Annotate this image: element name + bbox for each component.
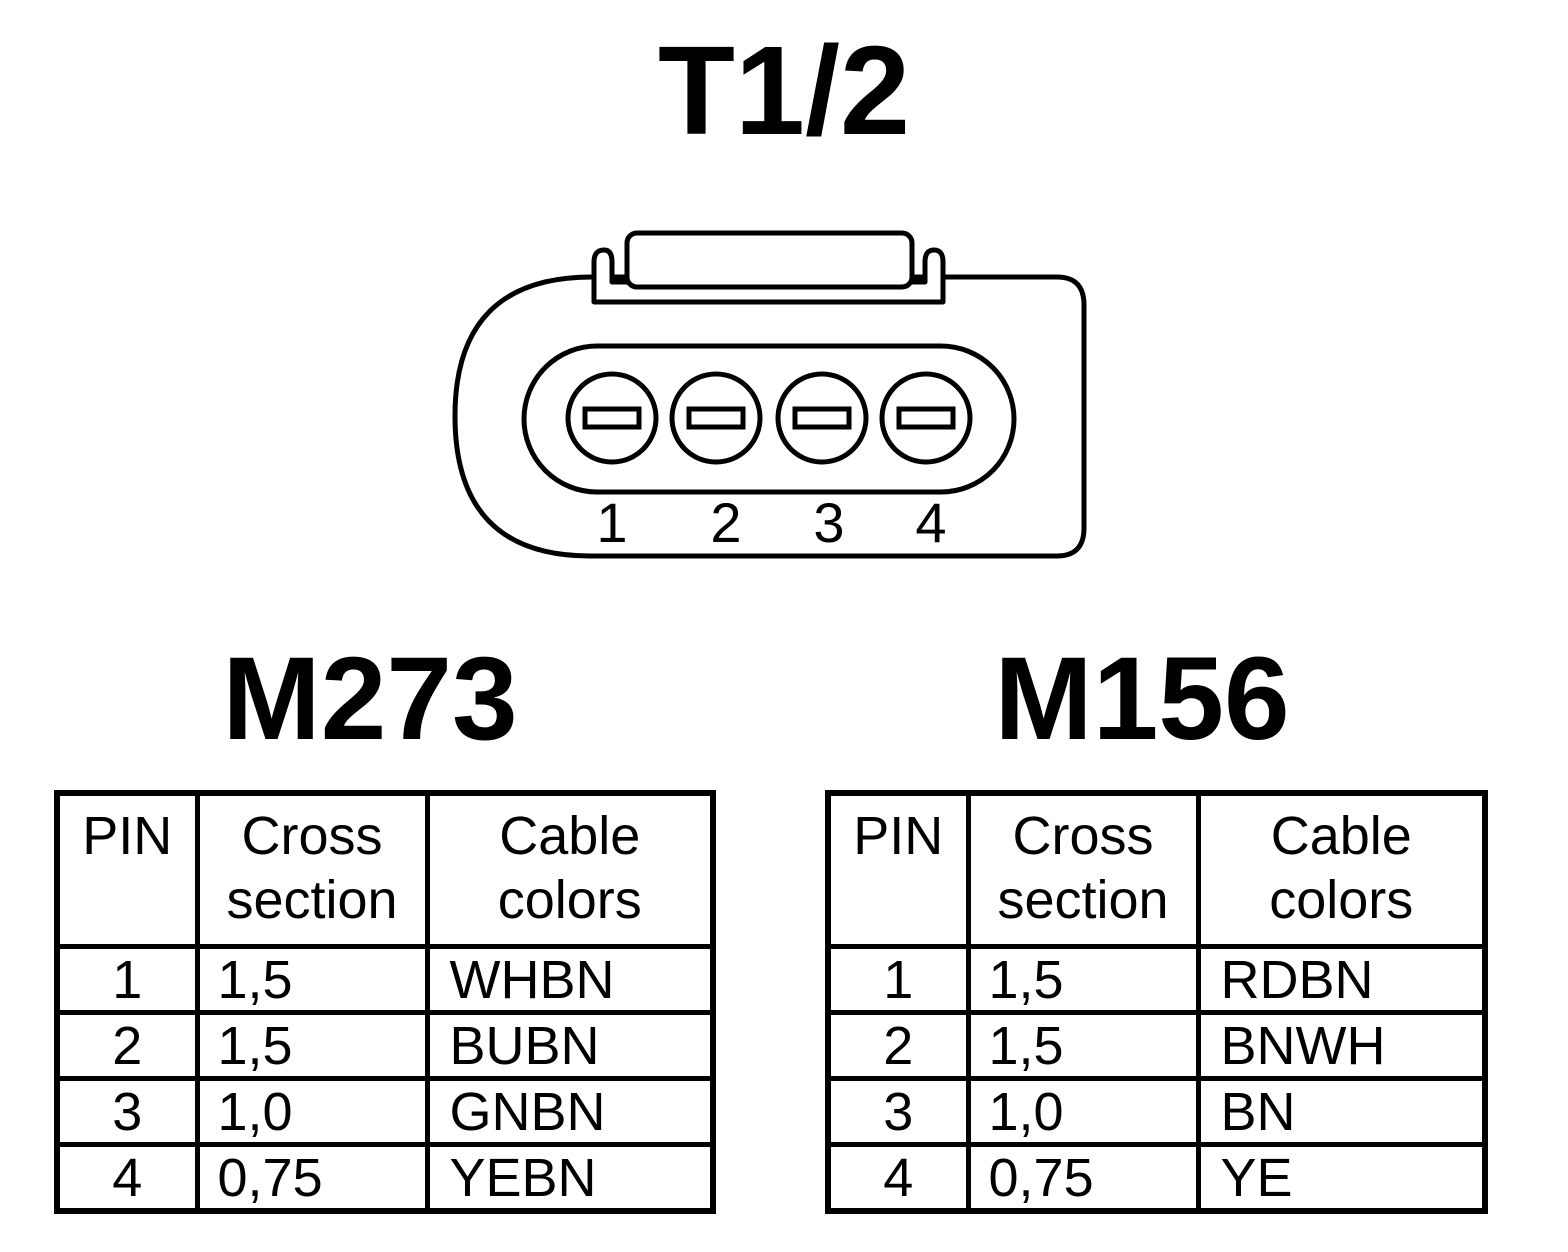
table-row: 2 1,5 BNWH bbox=[825, 1010, 1488, 1081]
cell-pin: 4 bbox=[825, 1142, 971, 1214]
cell-pin: 3 bbox=[54, 1076, 200, 1147]
cell-cable-color: RDBN bbox=[1195, 944, 1488, 1015]
table-row: 1 1,5 RDBN bbox=[825, 944, 1488, 1015]
cell-pin: 4 bbox=[54, 1142, 200, 1214]
pin-slot-2 bbox=[686, 406, 746, 430]
pin-slot-4 bbox=[896, 406, 956, 430]
cell-pin: 1 bbox=[825, 944, 971, 1015]
header-cross-section: Cross section bbox=[194, 790, 430, 949]
connector-cavity bbox=[521, 343, 1017, 495]
m273-pin-table: PIN Cross section Cable colors 1 1,5 WHB… bbox=[54, 790, 716, 1214]
header-cable-colors: Cable colors bbox=[424, 790, 716, 949]
m156-heading: M156 bbox=[994, 633, 1290, 765]
header-pin: PIN bbox=[825, 790, 971, 949]
table-row: 4 0,75 YE bbox=[825, 1142, 1488, 1214]
cell-pin: 1 bbox=[54, 944, 200, 1015]
table-row: 4 0,75 YEBN bbox=[54, 1142, 716, 1214]
cell-cross-section: 1,5 bbox=[965, 944, 1201, 1015]
cell-cable-color: WHBN bbox=[424, 944, 716, 1015]
cell-cross-section: 1,0 bbox=[194, 1076, 430, 1147]
table-row: 1 1,5 WHBN bbox=[54, 944, 716, 1015]
cell-cross-section: 0,75 bbox=[194, 1142, 430, 1214]
table-row: 3 1,0 BN bbox=[825, 1076, 1488, 1147]
connector-housing bbox=[452, 274, 1087, 559]
pin-number-3: 3 bbox=[813, 491, 844, 554]
m156-pin-table: PIN Cross section Cable colors 1 1,5 RDB… bbox=[825, 790, 1488, 1214]
pin-slot-3 bbox=[792, 406, 852, 430]
cell-pin: 2 bbox=[54, 1010, 200, 1081]
cell-cable-color: BUBN bbox=[424, 1010, 716, 1081]
cell-cable-color: YE bbox=[1195, 1142, 1488, 1214]
cell-cross-section: 1,0 bbox=[965, 1076, 1201, 1147]
pin-number-2: 2 bbox=[710, 491, 741, 554]
m273-heading: M273 bbox=[222, 633, 518, 765]
cell-cross-section: 1,5 bbox=[194, 1010, 430, 1081]
cell-pin: 3 bbox=[825, 1076, 971, 1147]
diagram-title: T1/2 bbox=[657, 20, 911, 161]
pin-number-1: 1 bbox=[596, 491, 627, 554]
cell-cross-section: 1,5 bbox=[194, 944, 430, 1015]
cell-cable-color: GNBN bbox=[424, 1076, 716, 1147]
header-cross-section: Cross section bbox=[965, 790, 1201, 949]
cell-cable-color: BNWH bbox=[1195, 1010, 1488, 1081]
connector-drawing: 1 2 3 4 bbox=[452, 230, 1087, 559]
pin-slot-1 bbox=[582, 406, 642, 430]
table-header-row: PIN Cross section Cable colors bbox=[825, 790, 1488, 949]
table-row: 3 1,0 GNBN bbox=[54, 1076, 716, 1147]
table-row: 2 1,5 BUBN bbox=[54, 1010, 716, 1081]
pin-number-4: 4 bbox=[915, 491, 946, 554]
cell-pin: 2 bbox=[825, 1010, 971, 1081]
table-header-row: PIN Cross section Cable colors bbox=[54, 790, 716, 949]
cell-cross-section: 1,5 bbox=[965, 1010, 1201, 1081]
cell-cable-color: YEBN bbox=[424, 1142, 716, 1214]
connector-pins bbox=[565, 371, 973, 465]
cell-cross-section: 0,75 bbox=[965, 1142, 1201, 1214]
connector-latch-tab bbox=[624, 230, 915, 290]
cell-cable-color: BN bbox=[1195, 1076, 1488, 1147]
header-cable-colors: Cable colors bbox=[1195, 790, 1488, 949]
header-pin: PIN bbox=[54, 790, 200, 949]
